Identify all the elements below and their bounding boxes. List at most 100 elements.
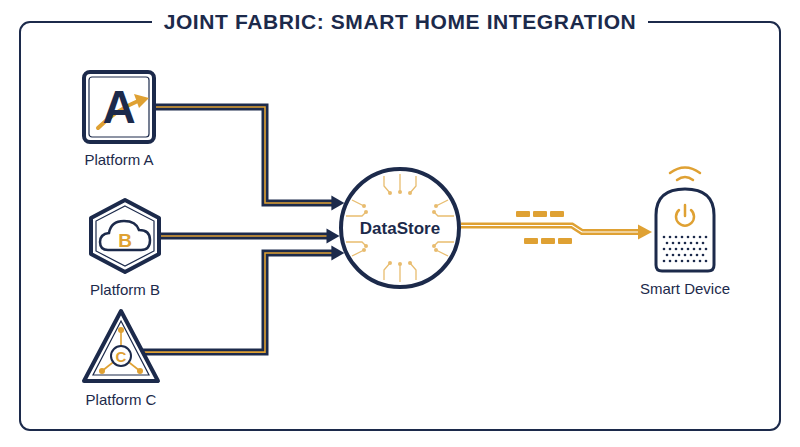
connector-line	[156, 107, 333, 203]
circuit-pad	[408, 261, 412, 265]
grille-dot	[693, 260, 696, 263]
brick-wall-symbol	[516, 211, 572, 244]
outer-frame	[20, 22, 780, 430]
node-label: Platform C	[76, 391, 166, 409]
network-dot	[137, 368, 143, 374]
grille-dot	[681, 260, 684, 263]
grille-dot	[672, 254, 675, 257]
platform-icon-shape: C	[81, 308, 161, 384]
arrowhead	[327, 229, 340, 244]
grille-dot	[696, 242, 699, 245]
grille-dot	[702, 242, 705, 245]
circuit-trace	[410, 263, 416, 280]
grille-dot	[705, 260, 708, 263]
circuit-pad	[364, 244, 368, 248]
grille-dot	[684, 242, 687, 245]
connector-stripe	[161, 235, 328, 237]
device-icon-node: Smart Device	[630, 185, 740, 298]
platform-icon-node: A Platform A	[78, 70, 160, 169]
shape-graphic	[652, 185, 718, 273]
circuit-trace	[436, 250, 448, 256]
platform-icon-node: C Platform C	[76, 308, 166, 409]
circuit-pad	[408, 191, 412, 195]
circuit-trace	[399, 174, 400, 192]
node-label: Platform A	[78, 151, 160, 169]
network-dot	[99, 368, 105, 374]
grille-dot	[678, 242, 681, 245]
circuit-pad	[388, 261, 392, 265]
datastore-circle-node: DataStore	[338, 166, 462, 290]
grille-dot	[693, 236, 696, 239]
icon-letter: DataStore	[338, 220, 462, 237]
grille-dot	[699, 236, 702, 239]
device-icon-shape	[652, 185, 718, 273]
title-bar: JOINT FABRIC: SMART HOME INTEGRATION	[0, 9, 800, 35]
grille-dot	[669, 236, 672, 239]
circuit-pad	[432, 210, 436, 214]
circuit-pad	[434, 204, 438, 208]
circuit-trace	[410, 176, 416, 193]
connector-stripe	[156, 107, 333, 203]
platform-icon-node: B Platform B	[80, 198, 170, 299]
brick	[550, 211, 564, 217]
circuit-trace	[434, 212, 454, 216]
circuit-trace	[346, 242, 366, 246]
brick	[541, 238, 555, 244]
circuit-pad	[432, 244, 436, 248]
grille-dot	[663, 236, 666, 239]
grille-dot	[687, 236, 690, 239]
arrowhead	[638, 225, 652, 240]
circuit-trace	[346, 212, 366, 216]
circuit-pad	[364, 210, 368, 214]
brick	[524, 238, 538, 244]
node-label: Smart Device	[630, 280, 740, 298]
grille-dot	[681, 236, 684, 239]
grille-dot	[684, 254, 687, 257]
diagram-title: JOINT FABRIC: SMART HOME INTEGRATION	[152, 9, 649, 35]
platform-icon-shape: B	[89, 198, 161, 274]
circuit-pad	[398, 190, 402, 194]
network-dot	[118, 327, 124, 333]
circuit-trace	[434, 242, 454, 246]
grille-dot	[705, 236, 708, 239]
grille-dot	[702, 254, 705, 257]
circuit-trace	[352, 200, 364, 206]
connector-stripe	[143, 253, 333, 352]
grille-dot	[678, 254, 681, 257]
brick	[558, 238, 572, 244]
grille-dot	[699, 248, 702, 251]
grille-dot	[675, 248, 678, 251]
connector-arrow	[461, 225, 652, 240]
grille-dot	[690, 242, 693, 245]
connector-line	[143, 253, 333, 352]
circuit-trace	[384, 263, 390, 280]
grille-dot	[663, 248, 666, 251]
connector-line	[461, 226, 640, 232]
grille-dot	[696, 254, 699, 257]
icon-letter: A	[82, 84, 156, 130]
platform-icon-shape: A	[82, 70, 156, 144]
circuit-pad	[362, 204, 366, 208]
grille-dot	[693, 248, 696, 251]
grille-dot	[669, 248, 672, 251]
datastore-circle-shape: DataStore	[338, 166, 462, 290]
swoosh-arrowhead	[134, 94, 149, 108]
grille-dot	[672, 242, 675, 245]
circuit-pad	[398, 262, 402, 266]
speaker-body	[656, 189, 714, 271]
power-symbol	[684, 205, 687, 216]
connector-arrow	[156, 107, 344, 211]
grille-dot	[687, 248, 690, 251]
icon-letter: C	[81, 348, 161, 363]
grille-dot	[666, 254, 669, 257]
grille-dot	[675, 236, 678, 239]
circuit-trace	[399, 264, 400, 282]
circuit-pad	[362, 248, 366, 252]
connector-line	[161, 233, 328, 240]
circuit-trace	[352, 250, 364, 256]
grille-dot	[669, 260, 672, 263]
circuit-pad	[388, 191, 392, 195]
node-label: Platform B	[80, 281, 170, 299]
grille-dot	[666, 242, 669, 245]
